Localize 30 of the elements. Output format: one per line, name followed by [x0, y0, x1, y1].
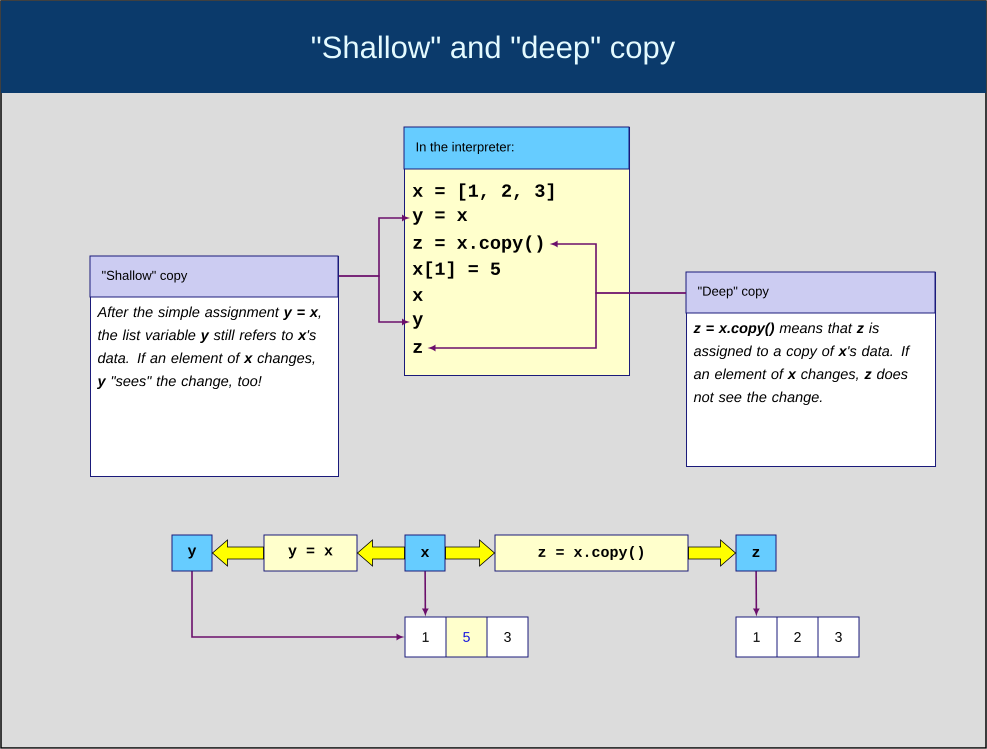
variable-box: z	[736, 534, 776, 572]
arrow	[191, 572, 402, 640]
list-cell: 2	[776, 616, 818, 658]
block-arrow	[356, 539, 405, 567]
variable-box: y	[172, 534, 212, 572]
block-arrow	[212, 539, 264, 567]
expression-box: z = x.copy()	[494, 534, 688, 572]
list-cell: 3	[818, 616, 860, 658]
list-cell: 5	[446, 616, 488, 658]
block-arrow	[688, 539, 736, 567]
title-bar: "Shallow" and "deep" copy	[1, 1, 986, 93]
callout-box: "Shallow" copy After the simple assignment y = x, the list variable y still refers to x's data. If an element of x changes, y "sees" the change, too!	[90, 256, 339, 477]
code-line: z	[413, 343, 422, 353]
code-line: x[1] = 5	[412, 261, 500, 279]
block-arrow	[445, 539, 496, 567]
code-line: y = x	[412, 211, 468, 225]
arrow	[422, 572, 428, 614]
arrow	[430, 292, 686, 351]
code-line: x = [1, 2, 3]	[412, 183, 554, 201]
arrow	[339, 275, 408, 325]
code-line: z = x.copy()	[413, 235, 542, 253]
code-line: x	[412, 291, 423, 301]
list-cell: 3	[486, 616, 528, 658]
variable-box: x	[404, 534, 446, 572]
list-cell: 1	[404, 616, 446, 658]
arrow	[754, 572, 760, 614]
code-line: y	[412, 315, 423, 329]
expression-box: y = x	[264, 534, 358, 572]
list-cell: 1	[736, 616, 778, 658]
callout-box: "Deep" copy z = x.copy() means that z is assigned to a copy of x's data. If an element of x changes, z does not see the change.	[686, 272, 936, 467]
